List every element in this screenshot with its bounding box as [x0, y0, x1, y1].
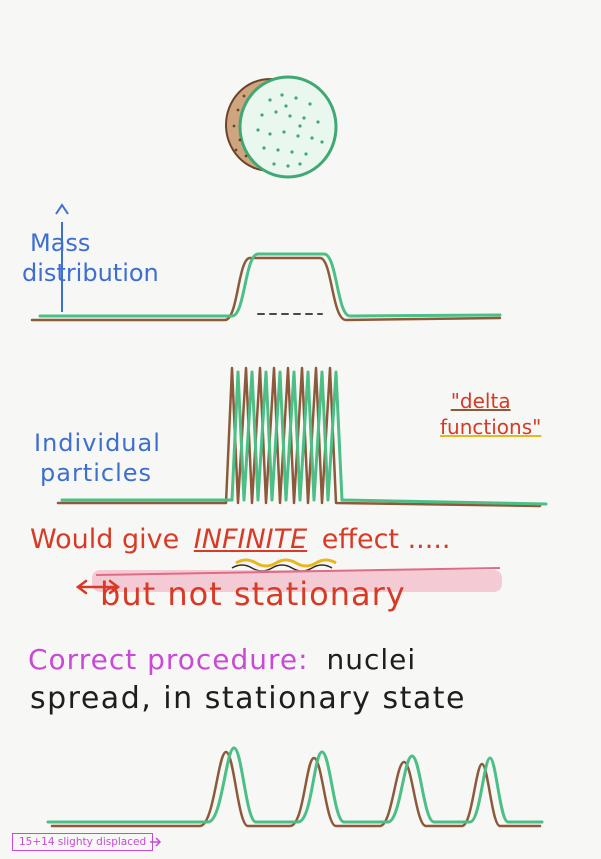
- infinite-prefix: Would give: [30, 524, 180, 555]
- infinite-word: INFINITE: [193, 524, 308, 555]
- individual-label-line2: particles: [40, 459, 153, 487]
- footer-arrow-icon: [150, 837, 162, 847]
- sphere-illustration: [225, 75, 338, 179]
- correct-procedure-line: Correct procedure: nuclei: [28, 643, 416, 676]
- mass-distribution-curve: [30, 252, 502, 322]
- axis-arrow: [55, 203, 69, 312]
- delta-label-line2: functions": [440, 415, 542, 439]
- spread-stationary-line: spread, in stationary state: [30, 681, 466, 716]
- mass-label-line1: Mass: [30, 229, 91, 257]
- wavy-underline: [231, 558, 337, 572]
- footer-note: 15+14 slighty displaced: [12, 833, 154, 851]
- not-stationary-line: but not stationary: [100, 575, 406, 613]
- stationary-state-curve: [46, 746, 544, 828]
- mass-label-line2: distribution: [22, 259, 159, 287]
- individual-label-line1: Individual: [34, 429, 161, 457]
- correct-prefix: Correct procedure:: [28, 643, 309, 676]
- mass-distribution-label: Mass distribution: [22, 228, 159, 288]
- double-arrow-icon: [75, 579, 121, 595]
- individual-particles-label: Individual particles: [34, 428, 161, 488]
- infinite-effect-line: Would give INFINITE effect .....: [30, 524, 451, 555]
- infinite-suffix: effect .....: [321, 524, 451, 555]
- delta-spikes-curve: [56, 366, 548, 508]
- highlight-bar: [92, 567, 502, 592]
- delta-label-line1: "delta: [450, 389, 511, 413]
- delta-functions-label: "delta functions": [420, 388, 541, 440]
- correct-suffix: nuclei: [326, 643, 417, 676]
